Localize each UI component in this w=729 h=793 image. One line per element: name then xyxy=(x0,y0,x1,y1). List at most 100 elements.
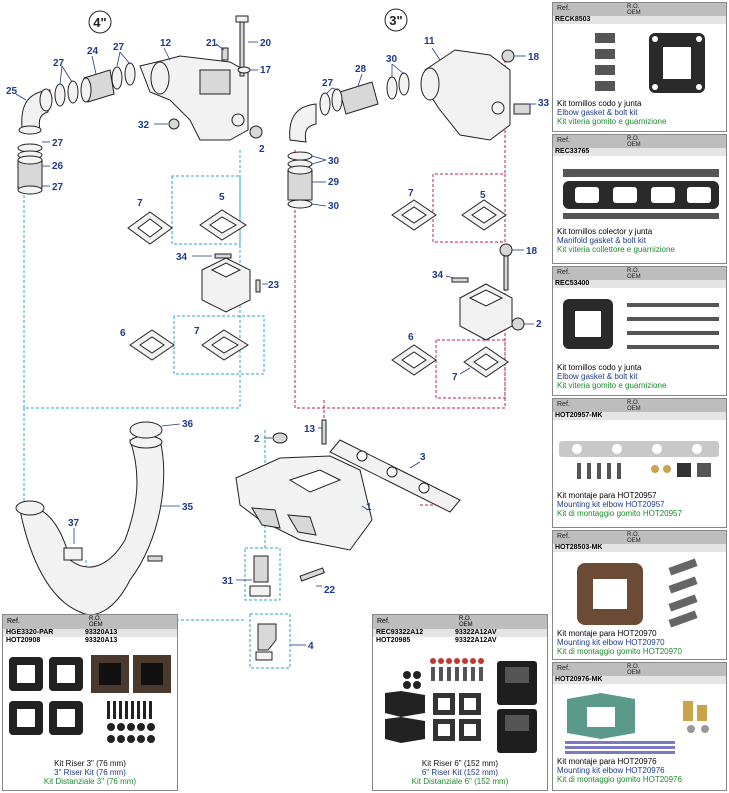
kit-ref: HOT20976-MK xyxy=(555,676,603,683)
kit-ref: HOT28503-MK xyxy=(555,544,603,551)
oem-header: OEM xyxy=(627,142,641,148)
hose-clamps-27-left xyxy=(54,62,136,107)
kit-oem: 93322A12AV xyxy=(455,637,497,644)
kit-desc-es: Kit montaje para HOT20976 xyxy=(557,757,657,766)
kit-panel-hot20957-mk: Ref. R.O.OEM HOT20957-MK Kit montaje par… xyxy=(552,398,727,528)
svg-text:13: 13 xyxy=(304,424,316,435)
elbow-hose-25 xyxy=(18,88,53,135)
ro-header: R.O. xyxy=(627,532,640,538)
plug-2-left xyxy=(249,125,263,139)
y-pipe-35 xyxy=(15,435,165,616)
riser6-desc-it: Kit Distanziale 6" (152 mm) xyxy=(411,777,509,786)
svg-text:20: 20 xyxy=(260,38,272,49)
ro-header: R.O. xyxy=(627,136,640,142)
riser-6in-kit-image xyxy=(385,658,537,753)
svg-text:24: 24 xyxy=(87,46,99,57)
kit-panel-reck8503: Ref. R.O.OEM RECK8503 Kit tornillos codo… xyxy=(552,2,727,132)
oem-header: OEM xyxy=(627,274,641,280)
svg-text:33: 33 xyxy=(538,98,550,109)
ro-header: R.O. xyxy=(627,268,640,274)
kit-desc-it: Kit viteria gomito e guarnizione xyxy=(557,117,667,126)
kit-ref: HOT20985 xyxy=(376,637,411,644)
ro-header: R.O. xyxy=(627,4,640,10)
svg-text:28: 28 xyxy=(355,64,367,75)
nut-18-mid xyxy=(499,243,513,257)
gasket-long-bolts-image xyxy=(563,299,719,349)
svg-text:27: 27 xyxy=(52,138,64,149)
kit-desc-es: Kit montaje para HOT20957 xyxy=(557,491,657,500)
svg-text:1: 1 xyxy=(366,502,372,513)
ref-header: Ref. xyxy=(557,137,570,144)
svg-text:30: 30 xyxy=(386,54,398,65)
manifold-1 xyxy=(235,455,373,551)
gasket-6-left xyxy=(129,329,175,361)
riser6-desc-es: Kit Riser 6" (152 mm) xyxy=(421,759,499,768)
hose-stack-right xyxy=(287,151,313,209)
kit-ref: HOT20908 xyxy=(6,637,41,644)
riser-block-right xyxy=(459,283,513,341)
riser3-desc-en: 3" Riser Kit (76 mm) xyxy=(54,768,126,777)
svg-text:3": 3" xyxy=(389,13,402,28)
clamp-37 xyxy=(63,547,83,561)
svg-text:27: 27 xyxy=(113,42,125,53)
svg-text:17: 17 xyxy=(260,65,272,76)
kit-desc-it: Kit viteria gomito e guarnizione xyxy=(557,381,667,390)
exhaust-elbow-12 xyxy=(139,55,249,141)
kit-desc-es: Kit tornillos codo y junta xyxy=(557,363,642,372)
svg-text:37: 37 xyxy=(68,518,80,529)
exploded-parts-diagram: 4" 3" xyxy=(6,8,550,669)
svg-text:35: 35 xyxy=(182,502,194,513)
oem-header: OEM xyxy=(627,670,641,676)
kit-desc-en: Elbow gasket & bolt kit xyxy=(557,372,638,381)
svg-text:4": 4" xyxy=(93,15,106,30)
svg-text:2: 2 xyxy=(259,144,265,155)
svg-text:25: 25 xyxy=(6,86,18,97)
kit-desc-en: Manifold gasket & bolt kit xyxy=(557,236,646,245)
svg-text:18: 18 xyxy=(528,52,540,63)
svg-text:31: 31 xyxy=(222,576,234,587)
svg-text:32: 32 xyxy=(138,120,150,131)
svg-text:6: 6 xyxy=(120,328,126,339)
svg-text:12: 12 xyxy=(160,38,172,49)
bolt-20-left xyxy=(235,15,249,77)
mounting-kit-studs-image xyxy=(565,693,709,754)
kit-desc-en: Mounting kit elbow HOT20970 xyxy=(557,638,665,647)
kit-desc-en: Mounting kit elbow HOT20976 xyxy=(557,766,665,775)
svg-text:29: 29 xyxy=(328,177,340,188)
flange-36 xyxy=(129,421,163,439)
gasket-5-left xyxy=(199,209,247,241)
svg-text:30: 30 xyxy=(328,201,340,212)
kit-desc-it: Kit viteria collettore e guarnizione xyxy=(557,245,675,254)
svg-text:5: 5 xyxy=(480,190,486,201)
kit-ref: HGE3320-PAR xyxy=(6,629,54,636)
hose-24 xyxy=(80,69,115,103)
hose-stack-left xyxy=(17,143,43,195)
riser-3in-kit-image xyxy=(9,655,171,743)
ref-header: Ref. xyxy=(557,269,570,276)
size-3in-marker: 3" xyxy=(384,8,408,32)
ref-header: Ref. xyxy=(557,533,570,540)
riser-block-left xyxy=(201,257,251,313)
kit-desc-es: Kit tornillos codo y junta xyxy=(557,99,642,108)
ref-header: Ref. xyxy=(557,665,570,672)
fitting-31 xyxy=(249,555,271,597)
svg-text:27: 27 xyxy=(322,78,334,89)
ro-header: R.O. xyxy=(459,616,472,622)
ref-header: Ref. xyxy=(557,401,570,408)
plug-32 xyxy=(168,118,180,130)
kit-desc-en: Mounting kit elbow HOT20957 xyxy=(557,500,665,509)
screw-lower-left xyxy=(147,555,163,562)
nut-18-top xyxy=(501,49,515,63)
kit-oem: 93322A12AV xyxy=(455,629,497,636)
svg-text:4: 4 xyxy=(308,641,314,652)
svg-text:11: 11 xyxy=(424,36,435,47)
hose-28 xyxy=(339,81,379,115)
svg-text:34: 34 xyxy=(176,252,188,263)
screw-23 xyxy=(255,279,261,293)
ref-header: Ref. xyxy=(7,618,20,625)
svg-text:5: 5 xyxy=(219,192,225,203)
gasket-5-right xyxy=(461,199,507,231)
size-4in-marker: 4" xyxy=(88,10,112,34)
gasket-7-right-b xyxy=(463,346,509,378)
